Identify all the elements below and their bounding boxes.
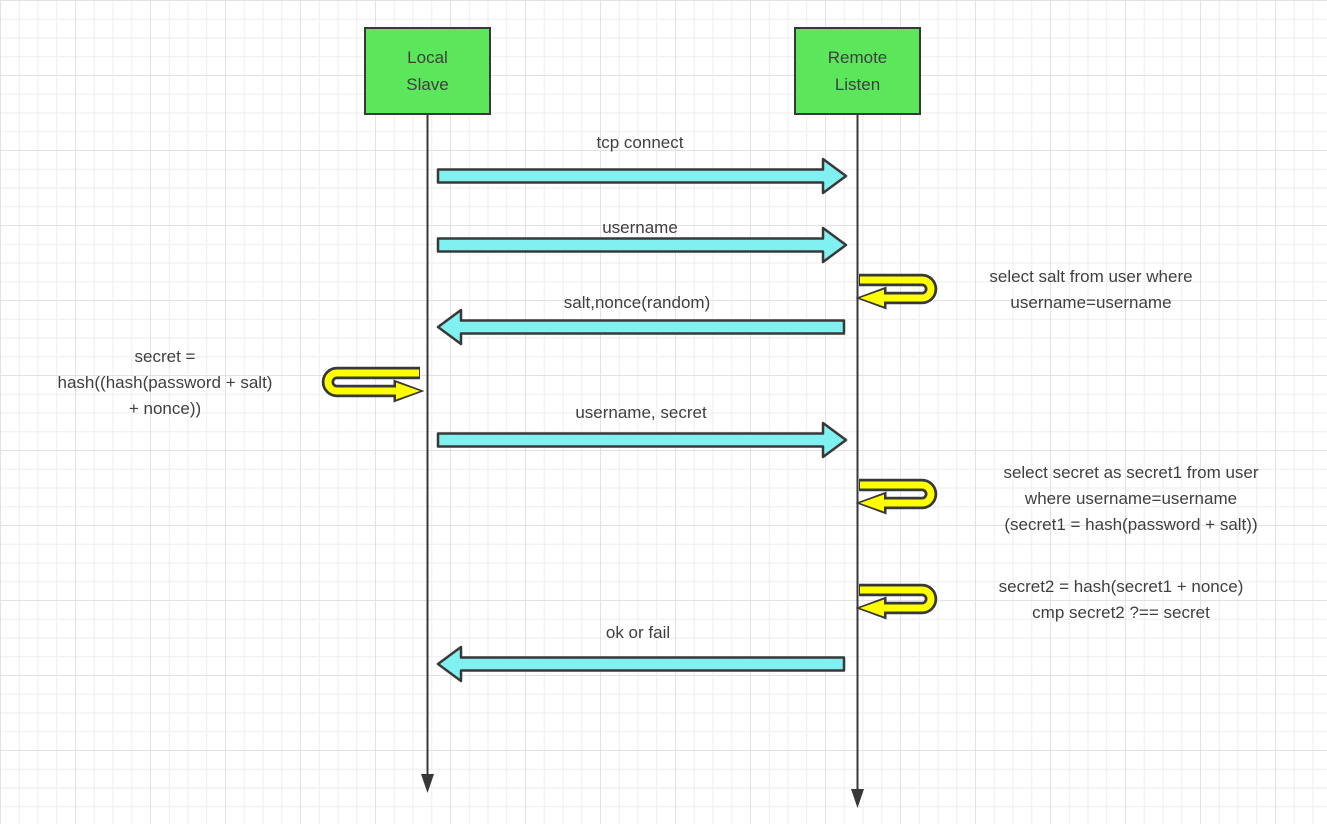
message-label-ok-or-fail[interactable]: ok or fail [605,623,671,642]
lifeline-local-slave[interactable] [421,115,434,793]
actor-box-remote-listen[interactable]: Remote Listen [794,27,921,115]
lifeline-remote-listen[interactable] [851,115,864,808]
self-call-loop-select-secret1[interactable] [855,478,938,515]
self-call-label-select-secret1[interactable]: select secret as secret1 from user where… [1003,463,1259,534]
message-arrow-username-secret[interactable] [436,421,848,459]
message-label-username[interactable]: username [602,218,678,237]
actor-box-local-slave[interactable]: Local Slave [364,27,491,115]
self-call-loop-select-salt[interactable] [855,273,938,310]
self-call-label-compare-secret2[interactable]: secret2 = hash(secret1 + nonce) cmp secr… [998,577,1244,622]
message-label-username-secret[interactable]: username, secret [575,403,707,422]
message-arrow-salt-nonce[interactable] [436,308,846,346]
message-arrow-tcp-connect[interactable] [436,157,848,195]
message-label-salt-nonce[interactable]: salt,nonce(random) [563,293,711,312]
self-call-loop-compare-secret2[interactable] [855,583,938,620]
arrow-down-icon [421,774,434,793]
message-arrow-username[interactable] [436,226,848,264]
message-label-tcp-connect[interactable]: tcp connect [596,133,684,152]
self-call-loop-compute-secret[interactable] [321,366,425,403]
u-turn-arrow-icon [396,382,420,400]
u-turn-arrow-icon [860,289,884,307]
u-turn-arrow-icon [860,599,884,617]
self-call-label-compute-secret[interactable]: secret = hash((hash(password + salt) + n… [57,347,273,418]
message-arrow-ok-or-fail[interactable] [436,645,846,683]
self-call-label-select-salt[interactable]: select salt from user where username=use… [989,267,1193,312]
arrow-down-icon [851,789,864,808]
u-turn-arrow-icon [860,494,884,512]
